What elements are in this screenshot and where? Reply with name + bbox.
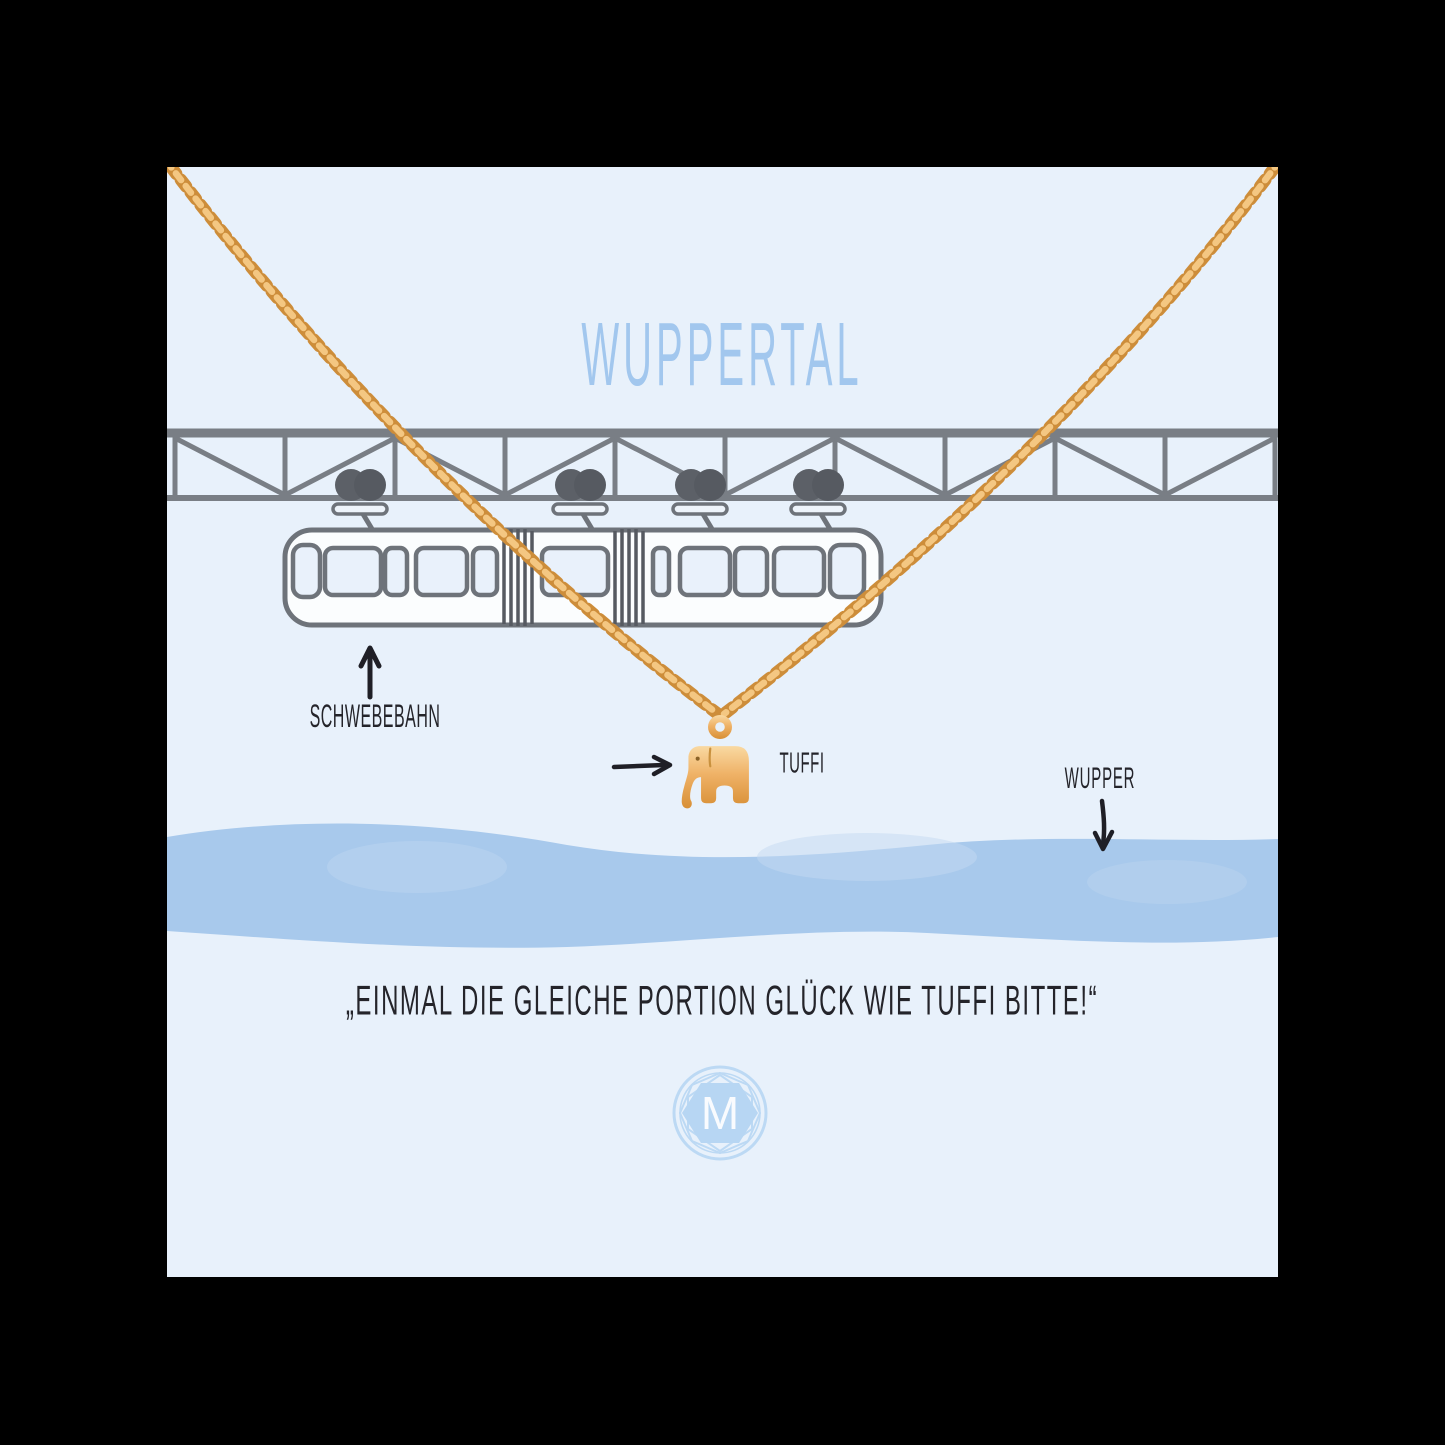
elephant-ear-line (708, 747, 712, 768)
train-car (282, 527, 884, 628)
elephant-eye (695, 756, 700, 761)
logo-letter: M (701, 1087, 739, 1139)
elephant-pendant (681, 715, 749, 809)
necklace (167, 167, 1278, 809)
annotation-arrows (358, 645, 1115, 852)
card-title: WUPPERTAL (581, 306, 863, 406)
bellows-connectors (502, 529, 645, 626)
right-arrow-icon (611, 754, 673, 777)
logo-hexagon (682, 1083, 758, 1143)
jewelry-card: M WUPPERTAL SCHWEBEBAHN TUFFI WUPPER „EI… (167, 167, 1278, 1277)
river-wave (167, 823, 1278, 948)
quote-text: „EINMAL DIE GLEICHE PORTION GLÜCK WIE TU… (345, 977, 1099, 1025)
up-arrow-icon (358, 645, 382, 700)
label-wupper: WUPPER (1064, 762, 1136, 796)
label-schwebebahn: SCHWEBEBAHN (309, 701, 441, 735)
label-tuffi: TUFFI (779, 747, 825, 781)
necklace-chain (167, 167, 1278, 721)
schwebebahn-illustration: M (167, 428, 1278, 1161)
down-arrow-icon (1092, 798, 1115, 852)
brand-logo: M (672, 1065, 768, 1161)
